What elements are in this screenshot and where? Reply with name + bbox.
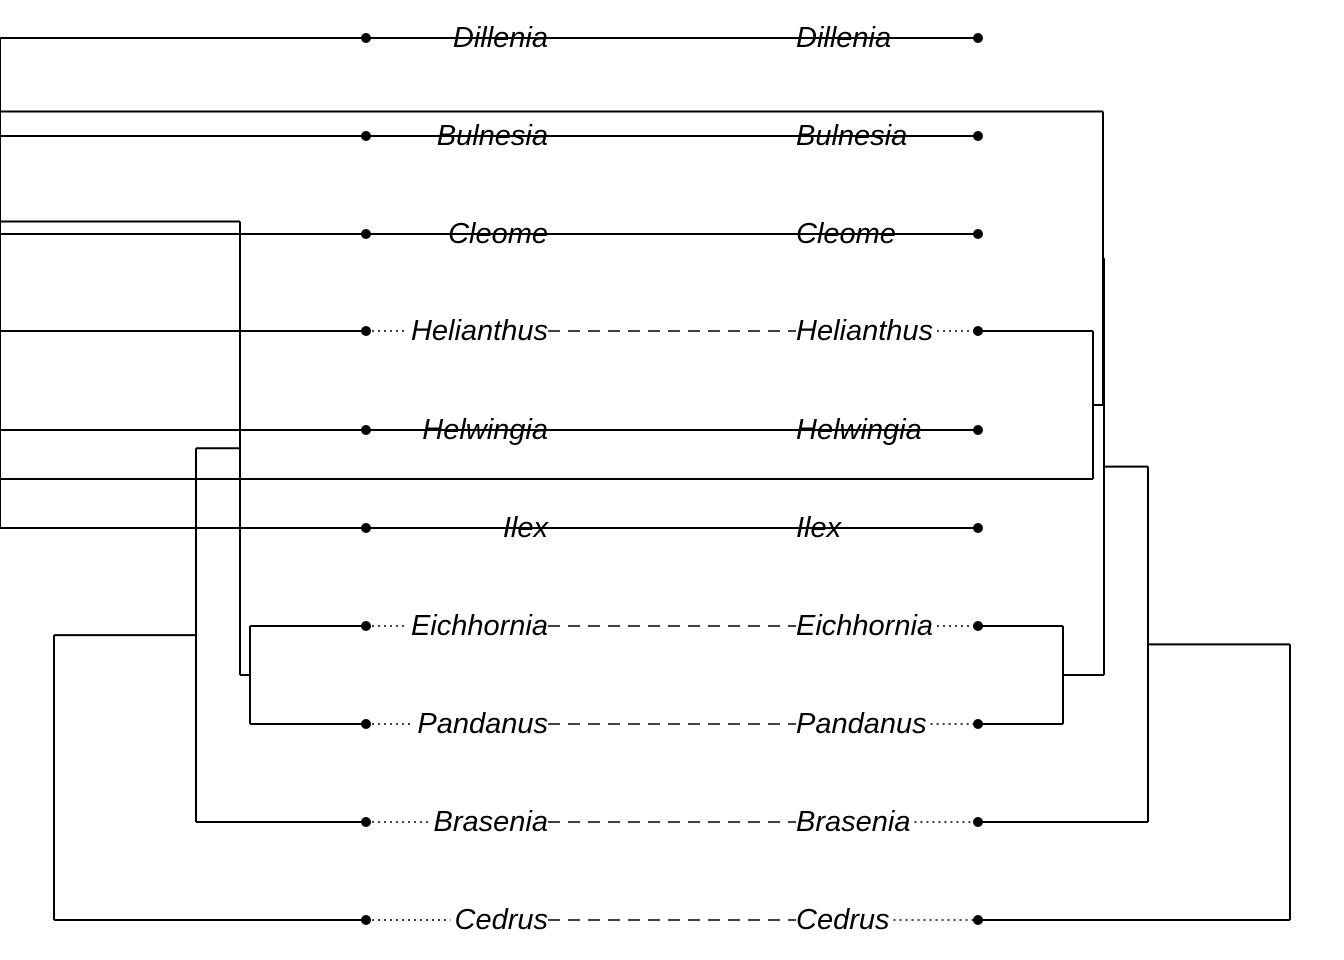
right-tip-dot (973, 719, 983, 729)
right-tip-label: Ilex (796, 512, 843, 544)
left-tip-label: Cedrus (455, 904, 549, 936)
right-tip-label: Brasenia (796, 806, 910, 838)
right-tip-label: Helwingia (796, 414, 922, 446)
right-tip-dot (973, 915, 983, 925)
left-tip-dot (361, 229, 371, 239)
left-tip-dot (361, 621, 371, 631)
right-tip-label: Eichhornia (796, 610, 933, 642)
left-tip-label: Pandanus (417, 708, 548, 740)
right-tip-label: Cleome (796, 218, 896, 250)
left-tip-dot (361, 33, 371, 43)
tip-leader-lines (361, 33, 983, 925)
right-tree (0, 37, 1291, 921)
left-tip-label: Brasenia (434, 806, 548, 838)
left-tip-label: Eichhornia (411, 610, 548, 642)
right-tip-dot (973, 229, 983, 239)
right-tip-dot (973, 523, 983, 533)
right-tip-dot (973, 425, 983, 435)
right-tip-dot (973, 33, 983, 43)
right-tip-label: Bulnesia (796, 120, 907, 152)
taxon-connectors (548, 37, 796, 921)
left-tip-label: Helwingia (422, 414, 548, 446)
left-tip-dot (361, 915, 371, 925)
left-tip-label: Helianthus (411, 315, 548, 347)
right-tip-dot (973, 131, 983, 141)
left-tip-label: Ilex (503, 512, 550, 544)
left-tip-label: Dillenia (453, 22, 548, 54)
left-tip-label: Cleome (448, 218, 548, 250)
left-tip-dot (361, 719, 371, 729)
right-tip-dot (973, 817, 983, 827)
right-tip-label: Pandanus (796, 708, 927, 740)
left-tip-label: Bulnesia (437, 120, 548, 152)
left-tip-dot (361, 425, 371, 435)
left-tip-dot (361, 523, 371, 533)
left-tip-dot (361, 131, 371, 141)
left-tip-dot (361, 326, 371, 336)
right-tip-dot (973, 326, 983, 336)
right-tip-label: Helianthus (796, 315, 933, 347)
right-tip-label: Dillenia (796, 22, 891, 54)
right-tip-dot (973, 621, 983, 631)
right-tip-label: Cedrus (796, 904, 890, 936)
left-tip-dot (361, 817, 371, 827)
